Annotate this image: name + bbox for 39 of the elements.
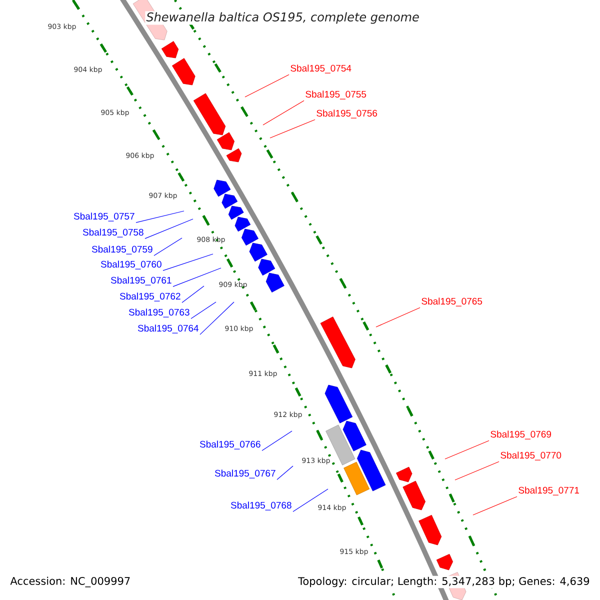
gene-label: Sbal195_0759 [92, 246, 152, 254]
leader-line [244, 74, 290, 98]
leader-line [262, 430, 292, 451]
footer-text: Accession: NC_009997 [9, 576, 132, 588]
leader-line [162, 254, 214, 271]
leader-line [262, 100, 304, 126]
leader-line [154, 238, 182, 256]
gene-label: Sbal195_0763 [128, 308, 190, 318]
title: Shewanella baltica OS195, complete genome [145, 11, 420, 25]
leader-line [454, 461, 500, 480]
gene-label: Sbal195_0764 [138, 324, 198, 334]
leader-line [144, 218, 194, 239]
leader-line [376, 307, 420, 328]
leader-line [172, 268, 222, 287]
leader-line [276, 466, 294, 480]
gene-label: Sbal195_0765 [422, 298, 482, 306]
gene-label: Sbal195_0760 [100, 260, 162, 270]
gene-label: Sbal195_0768 [230, 502, 292, 510]
gene-label: Sbal195_0769 [490, 430, 552, 440]
leader-line [292, 488, 328, 512]
gene-label: Sbal195_0770 [500, 452, 562, 460]
leader-line [190, 302, 216, 319]
gene-label: Sbal195_0767 [214, 470, 276, 478]
gene-label: Sbal195_0771 [518, 486, 579, 496]
gene-label: Sbal195_0766 [200, 440, 260, 450]
gene-label: Sbal195_0761 [110, 276, 172, 286]
gene-label: Sbal195_0758 [82, 228, 144, 238]
leader-line [182, 286, 204, 303]
leader-line [200, 302, 234, 335]
gene-label: Sbal195_0757 [74, 212, 134, 222]
gene-label: Sbal195_0762 [120, 292, 180, 302]
leader-line [270, 119, 316, 138]
footer-text: Topology: circular; Length: 5,347,283 bp; Genes: 4,639 [297, 576, 591, 588]
leader-line [444, 440, 490, 460]
gene-label: Sbal195_0755 [306, 90, 366, 100]
leader-line [472, 496, 518, 516]
leader-line [136, 210, 184, 223]
gene-label: Sbal195_0756 [316, 110, 378, 118]
gene-label: Sbal195_0754 [290, 64, 352, 74]
